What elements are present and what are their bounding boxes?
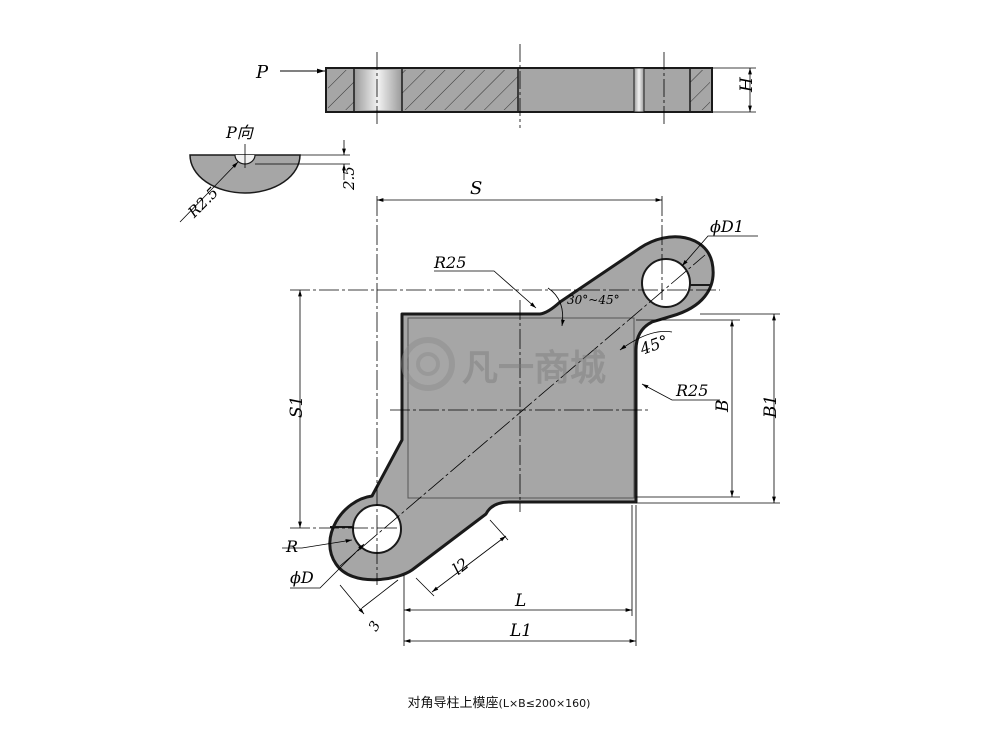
caption-title: 对角导柱上模座 bbox=[407, 696, 499, 711]
dim-b-label: B bbox=[713, 400, 733, 414]
caption-spec: (L×B≤200×160) bbox=[498, 697, 591, 710]
figure-caption: 对角导柱上模座(L×B≤200×160) bbox=[0, 692, 998, 711]
watermark-text: 凡一商城 bbox=[462, 348, 606, 389]
h-label: H bbox=[737, 76, 757, 93]
plan-view bbox=[290, 196, 720, 585]
p-view-label: P向 bbox=[225, 123, 255, 142]
dim-l2-label: l2 bbox=[449, 554, 473, 578]
dim-r-label: R bbox=[285, 537, 298, 556]
p-view-detail bbox=[179, 140, 350, 223]
p-arrow-label: P bbox=[255, 62, 269, 83]
side-view bbox=[280, 44, 756, 128]
dim-d1-label: ϕD1 bbox=[710, 217, 744, 236]
dim-s-label: S bbox=[470, 178, 482, 199]
dim-d-label: ϕD bbox=[290, 568, 314, 587]
dim-angle-range-label: 30°~45° bbox=[567, 293, 620, 307]
dim-b1-label: B1 bbox=[761, 395, 781, 419]
r2-5-label: R2.5 bbox=[184, 184, 222, 222]
dimensions bbox=[282, 198, 780, 646]
dim-l-label: L bbox=[514, 591, 526, 611]
dim-r25-top-label: R25 bbox=[433, 253, 466, 272]
watermark: 凡一商城 bbox=[401, 337, 606, 391]
dim-angle-45-label: 45° bbox=[637, 331, 671, 359]
dim-r25-right-label: R25 bbox=[675, 381, 708, 400]
dim-l1-label: L1 bbox=[509, 621, 532, 641]
dim-2-5-label: 2.5 bbox=[340, 166, 358, 191]
dim-s1-label: S1 bbox=[287, 396, 307, 418]
dim-3-label: 3 bbox=[366, 618, 384, 634]
